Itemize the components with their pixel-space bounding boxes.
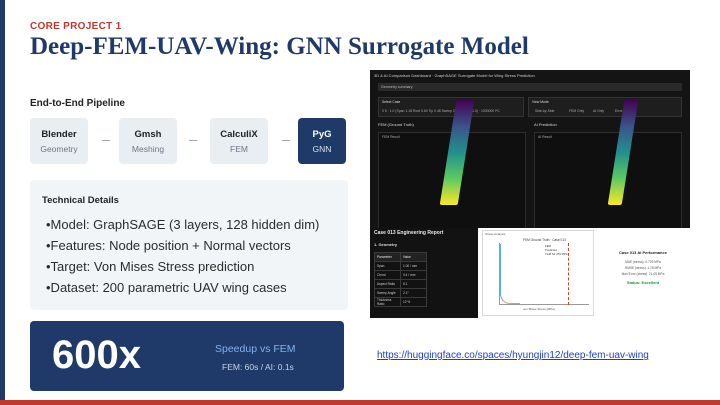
- stage-name: Blender: [41, 129, 77, 140]
- view-mode-label: View Mode: [532, 100, 549, 104]
- table-header: Value: [400, 252, 427, 262]
- case-select-panel: Select Case 0 5 · 1.0 (Span 1.18 Root 0.…: [378, 97, 524, 117]
- perf-line: Max Error (stress): 21.05 MPa: [621, 272, 665, 276]
- pipeline-connector: [102, 140, 110, 141]
- ai-plot-tag: AI Result: [538, 135, 552, 139]
- engineering-report-panel: Case 013 Engineering Report 1. Geometry …: [370, 228, 478, 318]
- stage-sub: FEM: [230, 144, 248, 154]
- dashboard-title: 3D & AI Comparison Dashboard · GraphSAGE…: [374, 73, 535, 78]
- technical-details-card: Technical Details •Model: GraphSAGE (3 l…: [30, 180, 348, 310]
- view-option: AI Only: [593, 109, 605, 113]
- case-select-value: 0 5 · 1.0 (Span 1.18 Root 0.60 Tip 0.48 …: [382, 109, 500, 113]
- stress-analysis-panel: Stress Analysis FEM Ground Truth · Case …: [478, 228, 690, 318]
- table-cell: Thickness Ratio: [374, 297, 401, 307]
- table-cell: Sweep Angle: [374, 288, 401, 298]
- fem-plot-tag: FEM Result: [382, 135, 400, 139]
- stage-sub: Meshing: [131, 144, 165, 154]
- case-select-label: Select Case: [382, 100, 401, 104]
- technical-details-title: Technical Details: [42, 195, 119, 206]
- list-item: •Model: GraphSAGE (3 layers, 128 hidden …: [46, 217, 320, 232]
- perf-status: Status: Excellent: [626, 280, 660, 285]
- view-mode-panel: View Mode Side-by-Side FEM Only AI Only …: [528, 97, 682, 117]
- table-cell: Aspect Ratio: [374, 279, 401, 289]
- view-option: FEM Only: [569, 109, 585, 113]
- dashboard-screenshot: 3D & AI Comparison Dashboard · GraphSAGE…: [370, 70, 690, 318]
- pipeline-connector: [189, 140, 197, 141]
- table-cell: Span: [374, 261, 401, 271]
- perf-line: RMSE (stress): 1.78 MPa: [624, 266, 662, 270]
- list-item: •Features: Node position + Normal vector…: [46, 238, 291, 253]
- speedup-label: Speedup vs FEM: [215, 343, 296, 355]
- dashboard-select: Geometry summary: [378, 83, 682, 91]
- page-title: Deep-FEM-UAV-Wing: GNN Surrogate Model: [30, 33, 529, 60]
- pipeline-connector: [282, 140, 290, 141]
- speedup-detail: FEM: 60s / AI: 0.1s: [222, 362, 294, 372]
- chart-xlabel: von Mises Stress (MPa): [523, 307, 555, 311]
- speedup-card: 600x Speedup vs FEM FEM: 60s / AI: 0.1s: [30, 321, 344, 391]
- chart-tag: Stress Analysis: [485, 232, 506, 236]
- stage-name: CalculiX: [220, 129, 258, 140]
- stage-name: PyG: [312, 129, 332, 140]
- stress-distribution-curve: [500, 244, 520, 304]
- list-item: •Dataset: 200 parametric UAV wing cases: [46, 280, 287, 295]
- ai-performance-summary: Case 013 AI Performance MAE (stress): 0.…: [600, 250, 686, 285]
- pipeline-stage-pyg: PyG GNN: [298, 118, 346, 164]
- table-cell: 0.4 / mm: [400, 270, 427, 280]
- chart-plot-area: [499, 243, 589, 305]
- stage-sub: GNN: [312, 144, 332, 154]
- left-accent-bar: [0, 0, 5, 405]
- view-option: Side-by-Side: [535, 109, 555, 113]
- fem-panel-title: FEM (Ground Truth): [378, 122, 414, 127]
- perf-title: Case 013 AI Performance: [619, 250, 667, 255]
- pipeline-stage-calculix: CalculiX FEM: [210, 118, 268, 164]
- technical-details-list: •Model: GraphSAGE (3 layers, 128 hidden …: [46, 214, 319, 298]
- speedup-value: 600x: [52, 333, 141, 377]
- pipeline-stage-gmsh: Gmsh Meshing: [119, 118, 177, 164]
- ai-panel-title: AI Prediction: [534, 122, 557, 127]
- legend-item: FEM: [545, 244, 551, 248]
- ai-plot: AI Result: [534, 132, 682, 230]
- chart-title: FEM Ground Truth · Case 013: [523, 238, 566, 242]
- eyebrow-label: CORE PROJECT 1: [30, 21, 122, 32]
- legend-item: Predicted: [545, 248, 557, 252]
- geometry-title: 1. Geometry: [374, 242, 398, 247]
- table-cell: 5.1: [400, 279, 427, 289]
- table-cell: 2.1°: [400, 288, 427, 298]
- stage-name: Gmsh: [134, 129, 162, 140]
- yield-strength-line: [568, 243, 569, 305]
- table-header: Parameter: [374, 252, 401, 262]
- table-cell: 1.00 / mm: [400, 261, 427, 271]
- table-cell: Chord: [374, 270, 401, 280]
- bottom-accent-bar: [0, 400, 720, 405]
- huggingface-space-link[interactable]: https://huggingface.co/spaces/hyungjin12…: [377, 350, 649, 361]
- stage-sub: Geometry: [40, 144, 78, 154]
- chart-legend: FEM Predicted Yield Str 276 MPa: [545, 244, 567, 256]
- perf-line: MAE (stress): 0.725 MPa: [625, 260, 661, 264]
- stress-chart: Stress Analysis FEM Ground Truth · Case …: [482, 230, 594, 316]
- list-item: •Target: Von Mises Stress prediction: [46, 259, 255, 274]
- legend-item: Yield Str 276 MPa: [545, 252, 568, 256]
- pipeline-stage-blender: Blender Geometry: [30, 118, 88, 164]
- table-cell: 12 %: [400, 297, 427, 307]
- report-title: Case 013 Engineering Report: [374, 230, 444, 236]
- pipeline-title: End-to-End Pipeline: [30, 98, 125, 109]
